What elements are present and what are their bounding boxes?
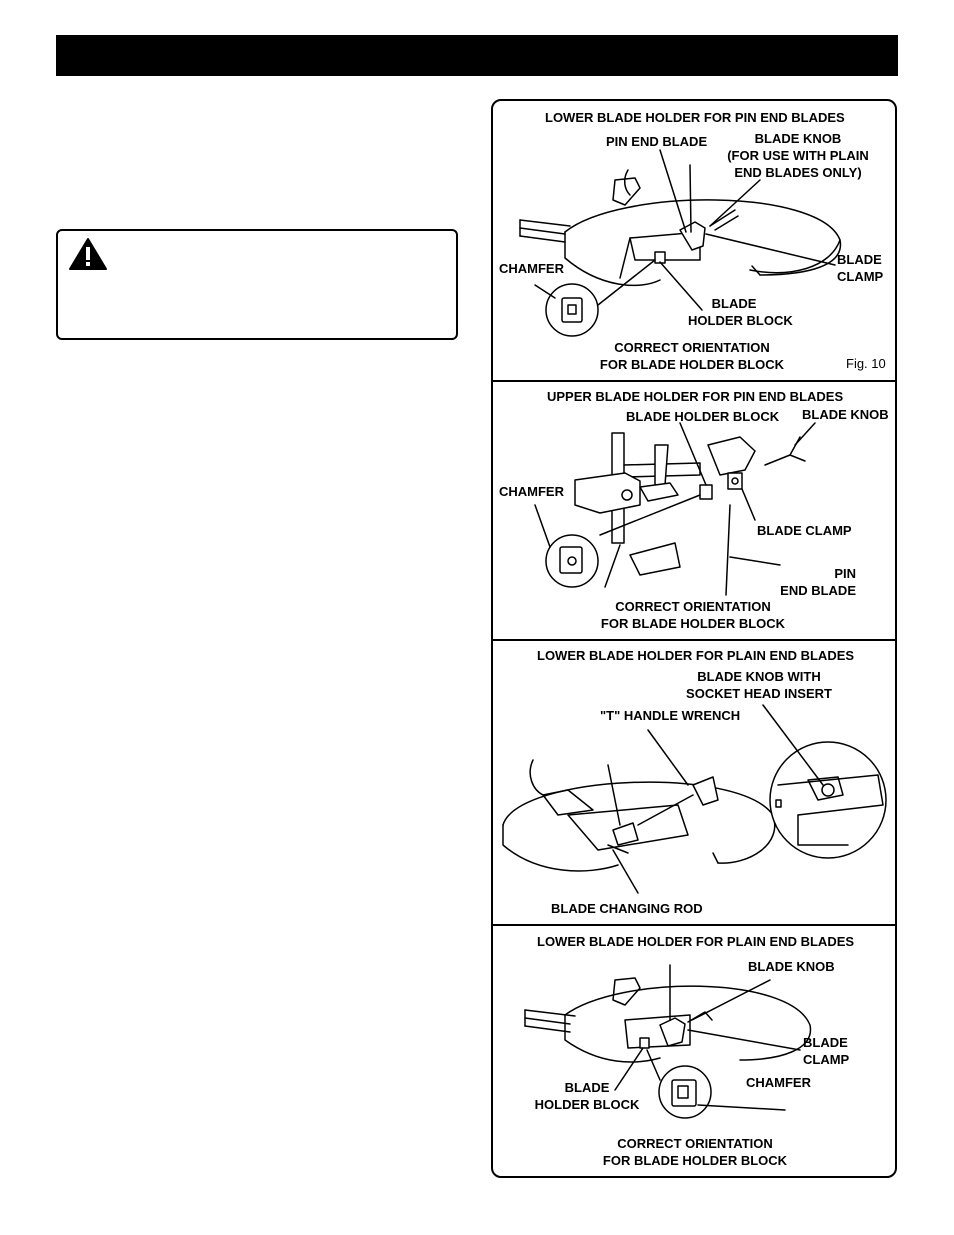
- label-t-handle-wrench: "T" HANDLE WRENCH: [600, 708, 741, 723]
- label-pin-end-blade: PIN END BLADE: [780, 566, 856, 598]
- label-blade-knob-socket: BLADE KNOB WITH SOCKET HEAD INSERT: [686, 669, 832, 701]
- figure-number: Fig. 10: [846, 356, 886, 371]
- label-chamfer: CHAMFER: [499, 261, 564, 276]
- label-blade-holder-block: BLADE HOLDER BLOCK: [534, 1080, 640, 1112]
- panel-3-title: LOWER BLADE HOLDER FOR PLAIN END BLADES: [537, 648, 855, 663]
- panel-divider: [491, 380, 897, 382]
- label-blade-clamp: BLADE CLAMP: [837, 252, 884, 284]
- page-header-bar: [56, 35, 898, 76]
- label-blade-clamp: BLADE CLAMP: [803, 1035, 850, 1067]
- warning-box: [56, 229, 458, 340]
- label-blade-knob: BLADE KNOB: [748, 959, 835, 974]
- label-chamfer: CHAMFER: [499, 484, 564, 499]
- label-blade-changing-rod: BLADE CHANGING ROD: [551, 901, 703, 916]
- panel-2-title: UPPER BLADE HOLDER FOR PIN END BLADES: [547, 389, 844, 404]
- label-correct-orientation: CORRECT ORIENTATION FOR BLADE HOLDER BLO…: [599, 340, 785, 372]
- label-chamfer: CHAMFER: [746, 1075, 811, 1090]
- label-blade-knob: BLADE KNOB: [802, 407, 889, 422]
- lower-plain-holder-illustration: [498, 705, 893, 895]
- label-blade-knob: BLADE KNOB (FOR USE WITH PLAIN END BLADE…: [727, 131, 869, 180]
- panel-1-title: LOWER BLADE HOLDER FOR PIN END BLADES: [545, 110, 845, 125]
- panel-divider: [491, 924, 897, 926]
- warning-triangle-icon: [69, 238, 107, 270]
- panel-4-title: LOWER BLADE HOLDER FOR PLAIN END BLADES: [537, 934, 855, 949]
- label-correct-orientation: CORRECT ORIENTATION FOR BLADE HOLDER BLO…: [602, 1136, 788, 1168]
- label-pin-end-blade: PIN END BLADE: [606, 134, 708, 149]
- lower-plain-holder-block-illustration: [520, 960, 860, 1125]
- panel-divider: [491, 639, 897, 641]
- upper-pin-holder-illustration: [530, 425, 870, 605]
- label-correct-orientation: CORRECT ORIENTATION FOR BLADE HOLDER BLO…: [600, 599, 786, 631]
- label-blade-clamp: BLADE CLAMP: [757, 523, 852, 538]
- label-blade-holder-block: BLADE HOLDER BLOCK: [626, 409, 780, 424]
- lower-pin-holder-illustration: [510, 160, 870, 340]
- figure-frame: [491, 99, 897, 1178]
